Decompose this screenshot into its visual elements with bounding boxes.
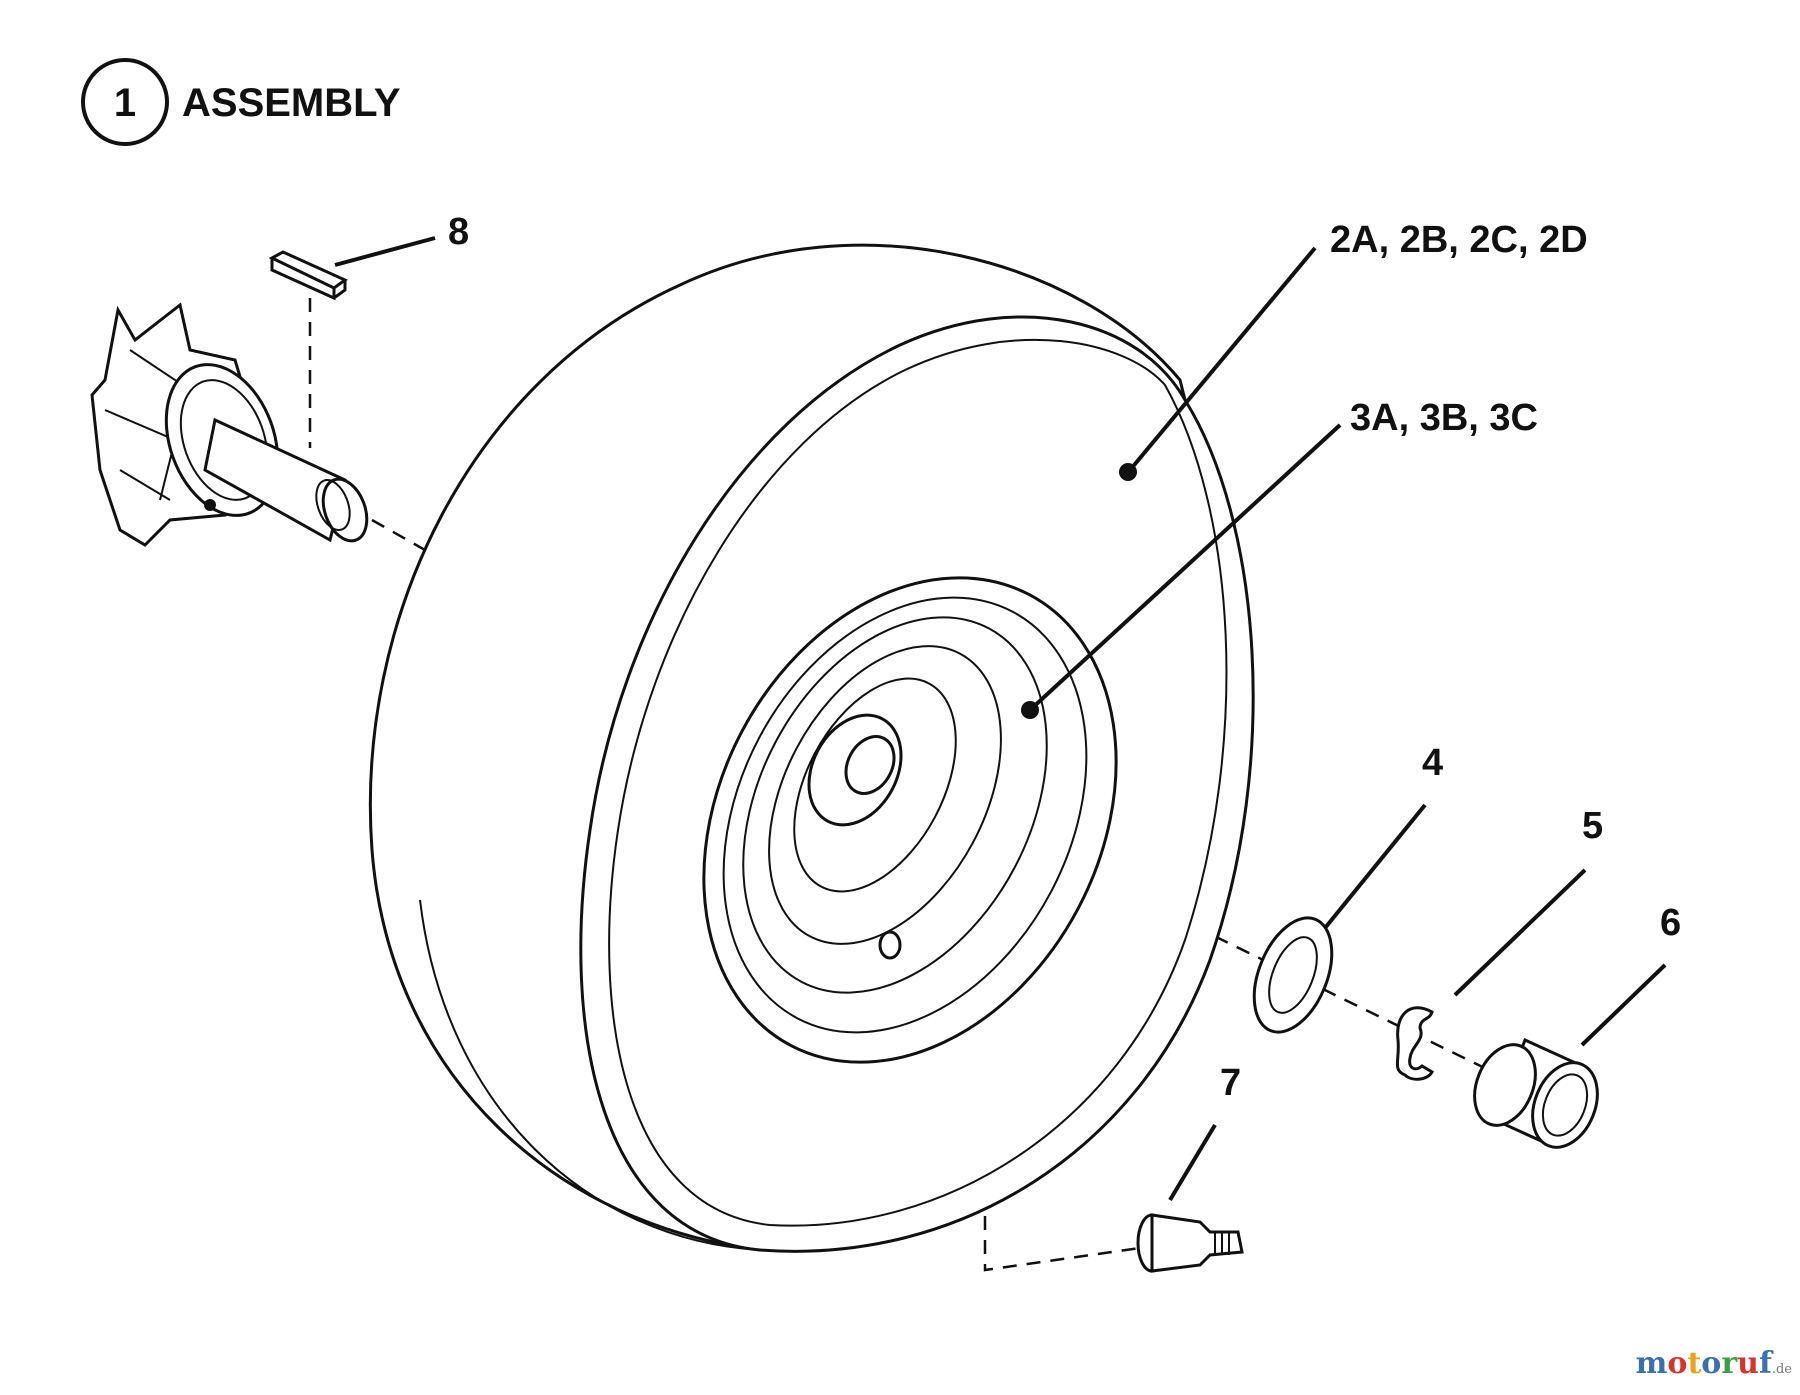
valve-stem xyxy=(1136,1213,1244,1273)
bearing xyxy=(1473,1037,1599,1149)
bearing-front-inner xyxy=(1541,1073,1589,1137)
washer xyxy=(1252,916,1334,1034)
axle-shaft xyxy=(203,417,347,543)
watermark-letter: f xyxy=(1758,1346,1772,1381)
callout-retaining-ring: 5 xyxy=(1582,805,1603,847)
watermark-letter: u xyxy=(1737,1346,1759,1381)
index-circle xyxy=(81,58,169,146)
leader-5 xyxy=(1453,868,1587,997)
leader-tire xyxy=(1128,246,1317,472)
tire-back-edge xyxy=(419,899,761,1251)
callout-bearing: 6 xyxy=(1660,902,1681,944)
spindle-bolt xyxy=(204,499,216,511)
leader-7 xyxy=(1168,1123,1217,1202)
washer-outer xyxy=(1252,916,1334,1034)
index-number: 1 xyxy=(114,81,136,125)
watermark-letter: m xyxy=(1635,1346,1668,1381)
retaining-ring-body xyxy=(1395,1006,1434,1081)
leader-lines xyxy=(334,236,1667,1202)
watermark-letter: o xyxy=(1701,1346,1722,1381)
spindle-collar-inner xyxy=(179,379,269,501)
valve-hole xyxy=(878,930,902,960)
rim-dot xyxy=(1021,701,1039,719)
retaining-ring xyxy=(1395,1006,1434,1081)
hub-bore xyxy=(844,735,896,795)
valve-stem-threads xyxy=(1214,1232,1230,1255)
leader-4 xyxy=(1323,803,1427,930)
callout-key: 8 xyxy=(448,211,469,253)
rim-inner-ring-2 xyxy=(742,616,1048,994)
callout-tire: 2A, 2B, 2C, 2D xyxy=(1330,219,1588,261)
leader-8 xyxy=(334,236,436,267)
spindle xyxy=(90,302,369,547)
axle-end xyxy=(321,477,369,543)
key xyxy=(268,250,348,301)
watermark-letter: o xyxy=(1667,1346,1688,1381)
page-title: ASSEMBLY xyxy=(182,81,401,125)
rim-outer-flange xyxy=(702,576,1118,1064)
tire-dot xyxy=(1119,463,1137,481)
key-body xyxy=(268,250,348,301)
rim-inner-ring-1 xyxy=(722,596,1088,1034)
rim xyxy=(702,576,1118,1064)
watermark-logo: motoruf.de xyxy=(1636,1346,1792,1381)
bearing-front xyxy=(1531,1061,1599,1149)
callout-valve-stem: 7 xyxy=(1220,1062,1241,1104)
callout-washer: 4 xyxy=(1422,742,1443,784)
tire-tread-edge xyxy=(608,338,1228,1227)
assembly-header: 1 ASSEMBLY xyxy=(81,58,401,146)
callout-rim: 3A, 3B, 3C xyxy=(1350,397,1538,439)
axle-end-groove xyxy=(315,479,351,531)
watermark-tld: .de xyxy=(1771,1362,1792,1377)
rim-inner-ring-3 xyxy=(768,645,1002,945)
spindle-rib-3 xyxy=(119,469,171,501)
callout-labels: 8 2A, 2B, 2C, 2D 3A, 3B, 3C 4 5 6 7 xyxy=(448,211,1681,1104)
washer-inner xyxy=(1268,936,1318,1014)
watermark-letter: r xyxy=(1721,1346,1738,1381)
bearing-back xyxy=(1473,1043,1537,1127)
leader-rim xyxy=(1028,423,1342,712)
watermark-letter: t xyxy=(1687,1346,1702,1381)
leader-6 xyxy=(1580,963,1667,1047)
valve-stem-body xyxy=(1150,1213,1244,1273)
